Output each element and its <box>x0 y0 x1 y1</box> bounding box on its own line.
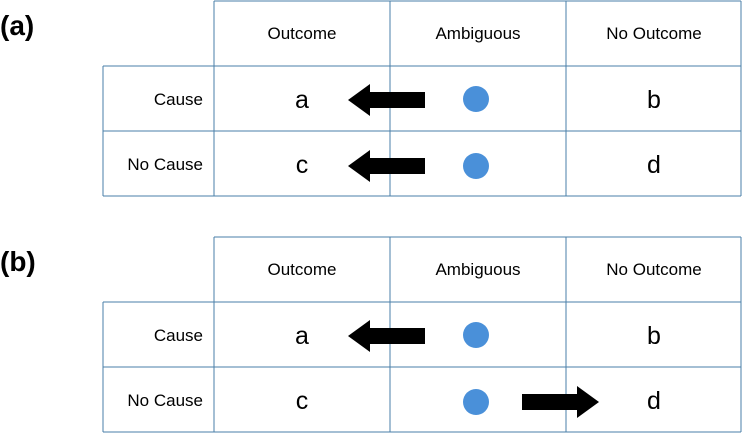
cell-letter-b: b <box>647 86 661 114</box>
ambiguous-dot <box>463 322 489 348</box>
ambiguous-dot <box>463 86 489 112</box>
panel-b: (b) Outcome Ambiguous No Outcome Cause N… <box>0 236 742 434</box>
ambiguous-dot <box>463 389 489 415</box>
arrow-right-icon <box>522 386 599 418</box>
panel-label: (a) <box>0 10 35 41</box>
row-header-cause: Cause <box>153 90 203 109</box>
contingency-grid <box>102 236 742 433</box>
panel-a: (a) Outcome Ambiguous No Outcome Cause N… <box>0 0 742 198</box>
cell-letter-a: a <box>295 86 309 114</box>
cell-letter-d: d <box>647 151 661 179</box>
grid-lines <box>102 236 742 433</box>
arrow-left-icon <box>348 84 425 116</box>
cell-letter-c: c <box>295 387 309 415</box>
column-header-no-outcome: No Outcome <box>606 24 702 43</box>
arrow-left-icon <box>348 320 425 352</box>
panel-marks <box>348 320 599 418</box>
ambiguous-dot <box>463 153 489 179</box>
cell-letter-d: d <box>647 387 661 415</box>
column-header-outcome: Outcome <box>267 260 337 279</box>
column-header-ambiguous: Ambiguous <box>435 260 521 279</box>
cell-letter-a: a <box>295 322 309 350</box>
row-header-no-cause: No Cause <box>127 155 203 174</box>
panel-label: (b) <box>0 246 36 277</box>
arrow-left-icon <box>348 150 425 182</box>
row-header-cause: Cause <box>153 326 203 345</box>
column-header-ambiguous: Ambiguous <box>435 24 521 43</box>
panel-marks <box>348 84 489 182</box>
row-header-no-cause: No Cause <box>127 391 203 410</box>
column-header-outcome: Outcome <box>267 24 337 43</box>
cell-letter-b: b <box>647 322 661 350</box>
cell-letter-c: c <box>295 151 309 179</box>
column-header-no-outcome: No Outcome <box>606 260 702 279</box>
